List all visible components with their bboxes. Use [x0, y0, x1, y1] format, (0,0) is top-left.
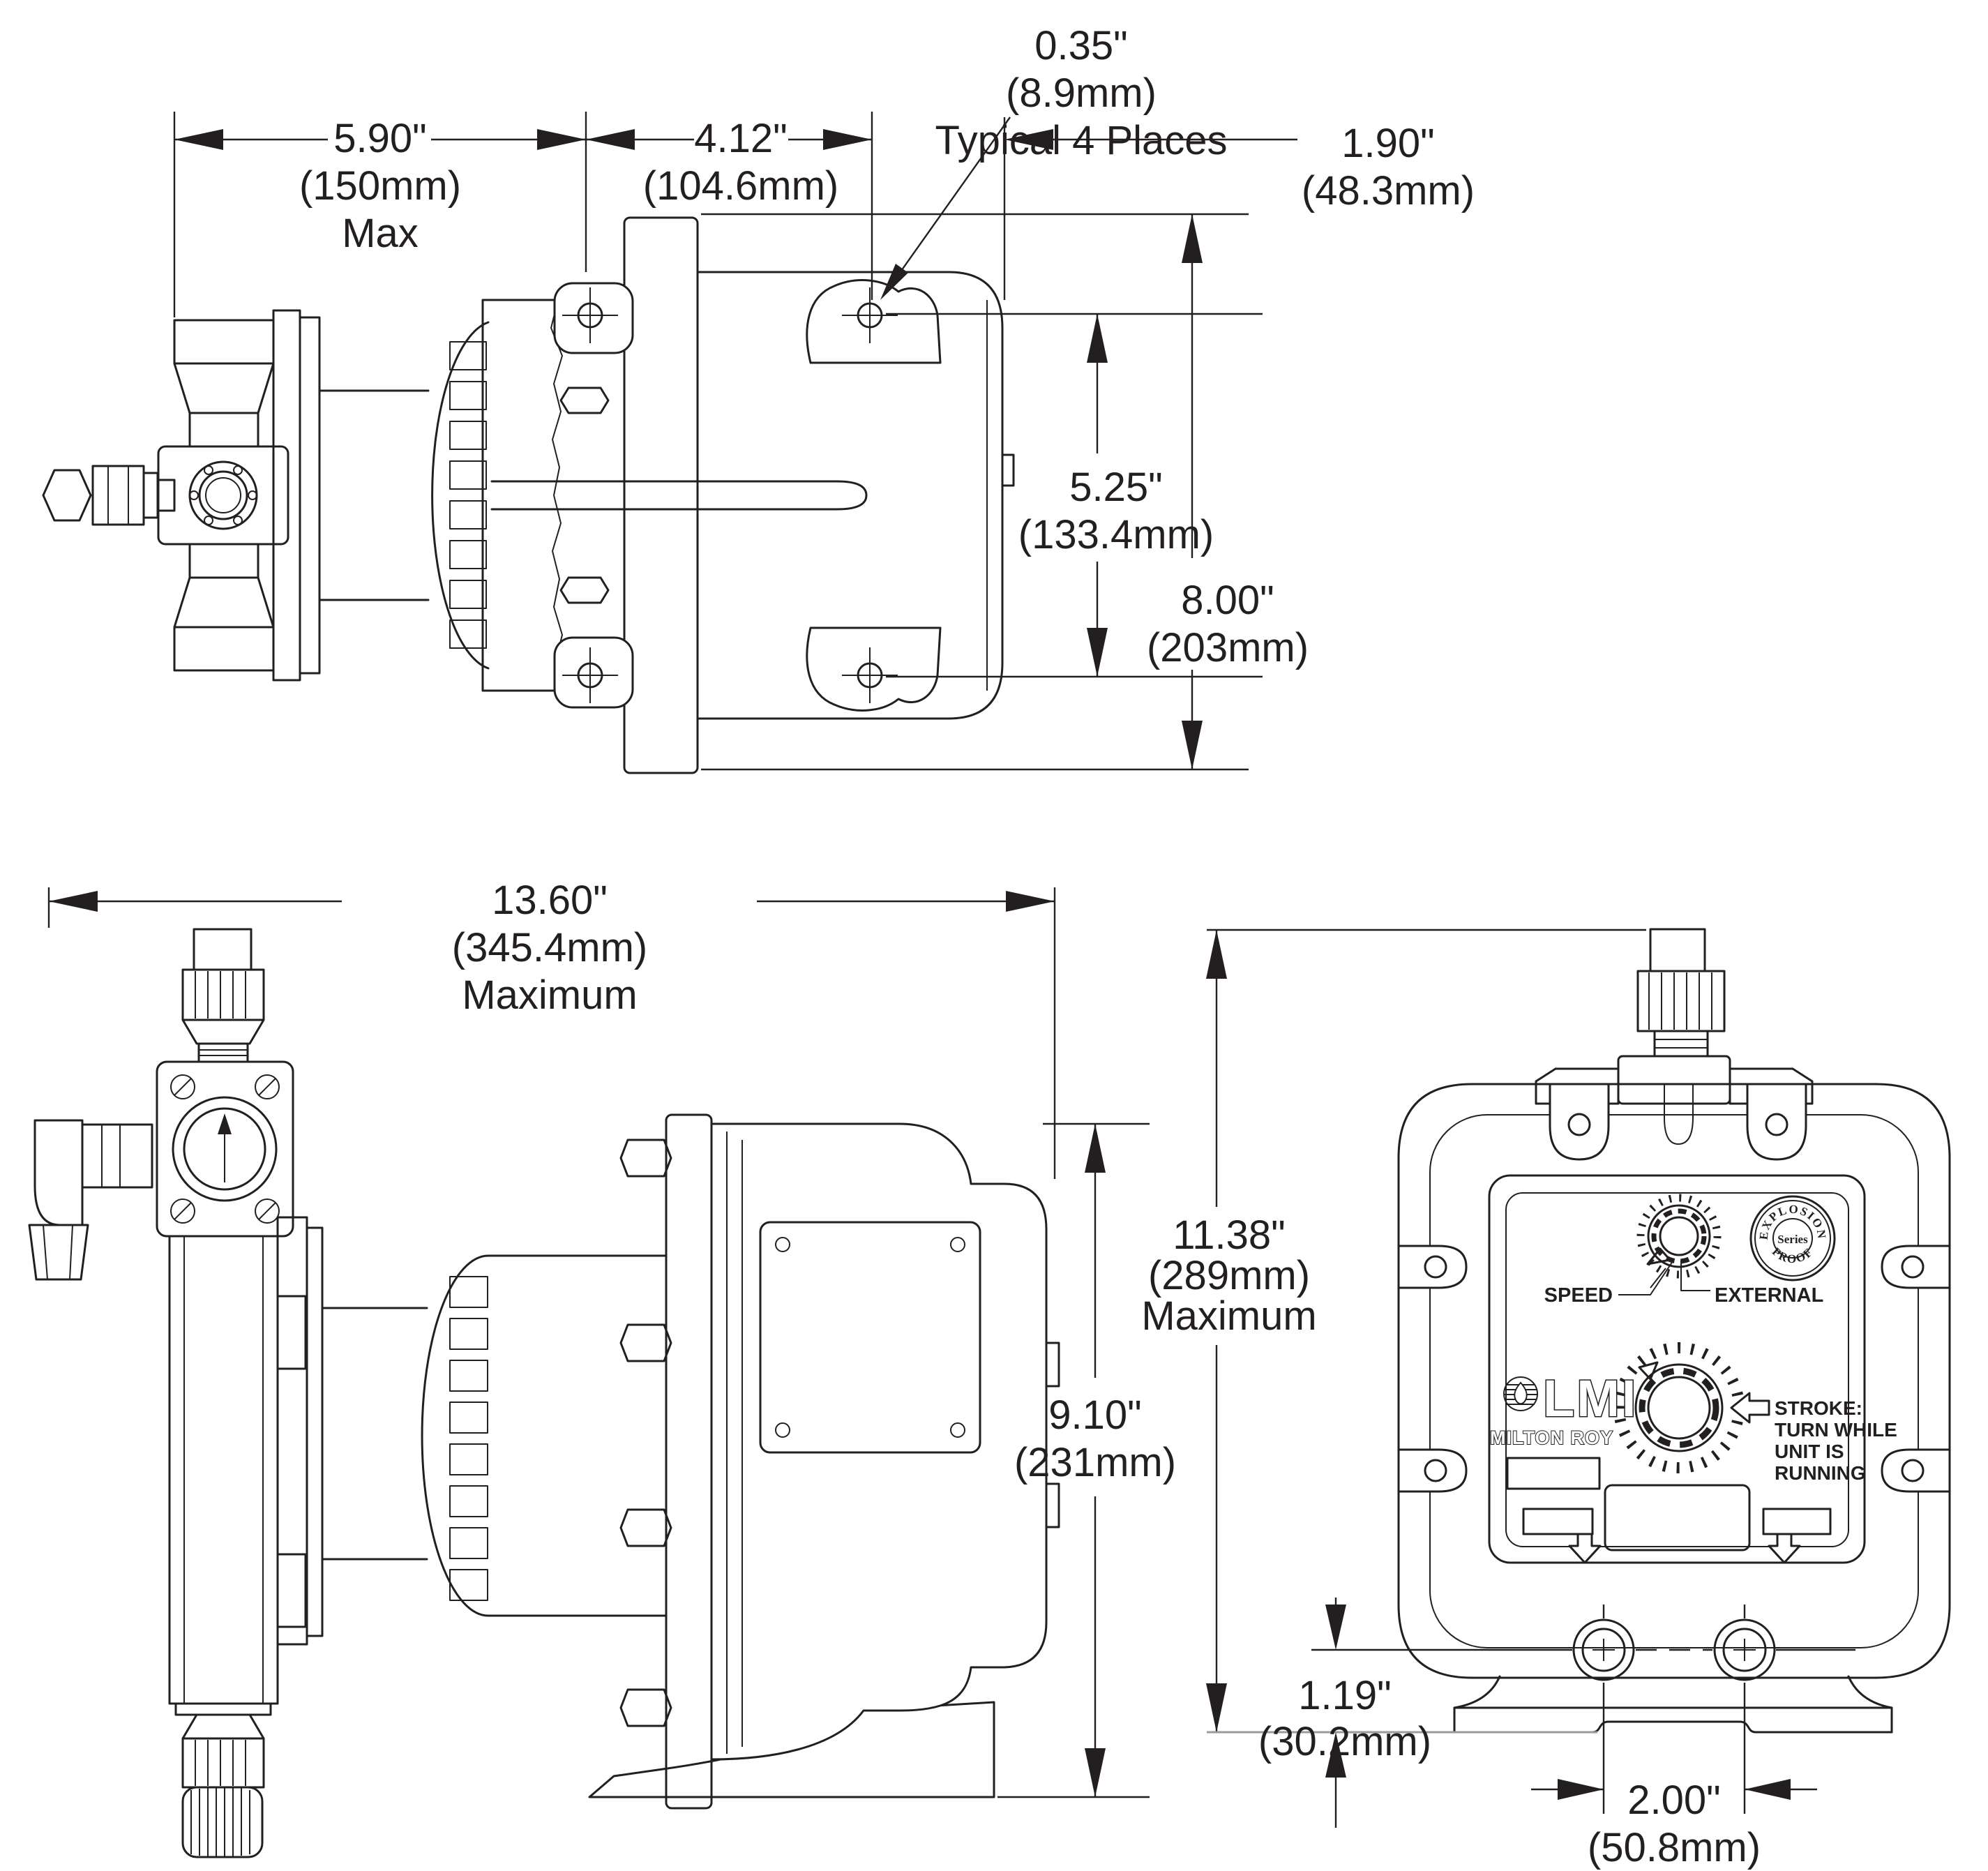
dim-9-10-in: 9.10": [1048, 1392, 1141, 1438]
badge-arc-bottom: PROOF: [1770, 1245, 1814, 1266]
speed-label: SPEED: [1544, 1284, 1613, 1307]
dim-4-12-mm: (104.6mm): [643, 163, 838, 209]
dim-5-25-mm: (133.4mm): [1018, 512, 1214, 557]
dim-8-00: 8.00" (203mm): [701, 213, 1309, 771]
dim-11-38-mm: (289mm): [1148, 1253, 1310, 1298]
speed-dial: [1636, 1194, 1722, 1288]
dim-1-90-in: 1.90": [1341, 121, 1434, 166]
logo-subtitle: MILTON ROY: [1490, 1427, 1613, 1448]
dim-9-10-mm: (231mm): [1014, 1440, 1176, 1485]
panel-labels: [1506, 1457, 1832, 1564]
stroke-note-line3: UNIT IS: [1775, 1441, 1844, 1462]
dim-2-00: 2.00" (50.8mm): [1531, 1683, 1817, 1870]
dim-11-38-in: 11.38": [1173, 1212, 1285, 1258]
dim-8-00-mm: (203mm): [1147, 625, 1309, 670]
mount-ear-top-left: [553, 282, 634, 354]
mount-ear-bottom-left: [553, 636, 634, 709]
dim-4-12: 4.12" (104.6mm): [586, 112, 873, 300]
mount-ear-top-right: [806, 279, 942, 364]
stroke-note-line2: TURN WHILE: [1775, 1419, 1897, 1441]
front-view-housing: [1397, 1083, 1951, 1679]
dim-2-00-mm: (50.8mm): [1588, 1825, 1761, 1870]
dim-1-19-mm: (30.2mm): [1258, 1719, 1431, 1764]
side-view-motor-housing: [588, 1113, 1060, 1810]
down-arrow-icon: [1568, 1533, 1602, 1564]
dim-0-35-note: Typical 4 Places: [935, 118, 1227, 163]
external-label: EXTERNAL: [1715, 1284, 1823, 1307]
svg-text:PROOF: PROOF: [1770, 1245, 1816, 1266]
top-view: 5.90" (150mm) Max 4.12" (104.6mm) 0.35" …: [42, 23, 1475, 774]
dim-0-35-leader: 0.35" (8.9mm) Typical 4 Places: [880, 23, 1228, 300]
dim-4-12-in: 4.12": [694, 116, 787, 161]
front-view-top-fitting: [1535, 928, 1814, 1105]
dim-11-38-note: Maximum: [1141, 1293, 1316, 1339]
stroke-note: STROKE: TURN WHILE UNIT IS RUNNING: [1730, 1392, 1897, 1484]
top-view-bellows: [431, 321, 490, 670]
dim-2-00-in: 2.00": [1627, 1778, 1720, 1823]
base-hole-right: [1713, 1618, 1776, 1681]
dim-5-25-in: 5.25": [1069, 465, 1162, 510]
stroke-note-line1: STROKE:: [1775, 1397, 1862, 1419]
dim-13-60-note: Maximum: [462, 972, 637, 1018]
front-view: EXPLOSION PROOF Series SPEED EXTERNAL ST…: [1141, 928, 1951, 1870]
dim-0-35-in: 0.35": [1034, 23, 1127, 68]
dim-8-00-in: 8.00": [1181, 578, 1274, 623]
dim-1-90-mm: (48.3mm): [1302, 168, 1475, 213]
dim-5-90-note: Max: [342, 211, 419, 256]
explosion-proof-badge: EXPLOSION PROOF Series: [1749, 1195, 1836, 1282]
dim-5-90: 5.90" (150mm) Max: [173, 112, 587, 317]
dim-5-90-mm: (150mm): [299, 163, 461, 209]
dim-1-19: 1.19" (30.2mm): [1258, 1598, 1431, 1828]
side-view-bellows: [421, 1254, 668, 1617]
dim-5-90-in: 5.90": [333, 116, 426, 161]
front-view-base: [1311, 1605, 1893, 1734]
dim-5-25: 5.25" (133.4mm): [886, 313, 1263, 678]
lmi-logo: LMI MILTON ROY: [1489, 1369, 1638, 1450]
dim-1-19-in: 1.19": [1298, 1673, 1391, 1718]
down-arrow-icon: [1768, 1533, 1801, 1564]
stroke-note-line4: RUNNING: [1775, 1462, 1866, 1484]
badge-center: Series: [1777, 1233, 1808, 1246]
dim-11-38: 11.38" (289mm) Maximum: [1141, 929, 1646, 1734]
side-view-pump-head: [28, 928, 428, 1858]
top-view-pump-head: [42, 309, 430, 682]
dim-1-90: 1.90" (48.3mm): [1003, 117, 1475, 300]
dim-9-10: 9.10" (231mm): [997, 1122, 1176, 1798]
dim-13-60: 13.60" (345.4mm) Maximum: [47, 878, 1056, 1179]
dim-13-60-mm: (345.4mm): [452, 925, 647, 970]
logo-name: LMI: [1543, 1369, 1638, 1427]
speed-external-labels: SPEED EXTERNAL: [1544, 1260, 1823, 1307]
mount-ear-bottom-right: [806, 626, 942, 712]
top-view-motor-housing: [481, 216, 1015, 774]
dim-0-35-mm: (8.9mm): [1006, 70, 1157, 116]
dim-13-60-in: 13.60": [492, 878, 608, 923]
base-hole-left: [1572, 1618, 1635, 1681]
nameplate: [759, 1221, 981, 1454]
side-view: 13.60" (345.4mm) Maximum 9.10" (231mm): [28, 878, 1176, 1858]
